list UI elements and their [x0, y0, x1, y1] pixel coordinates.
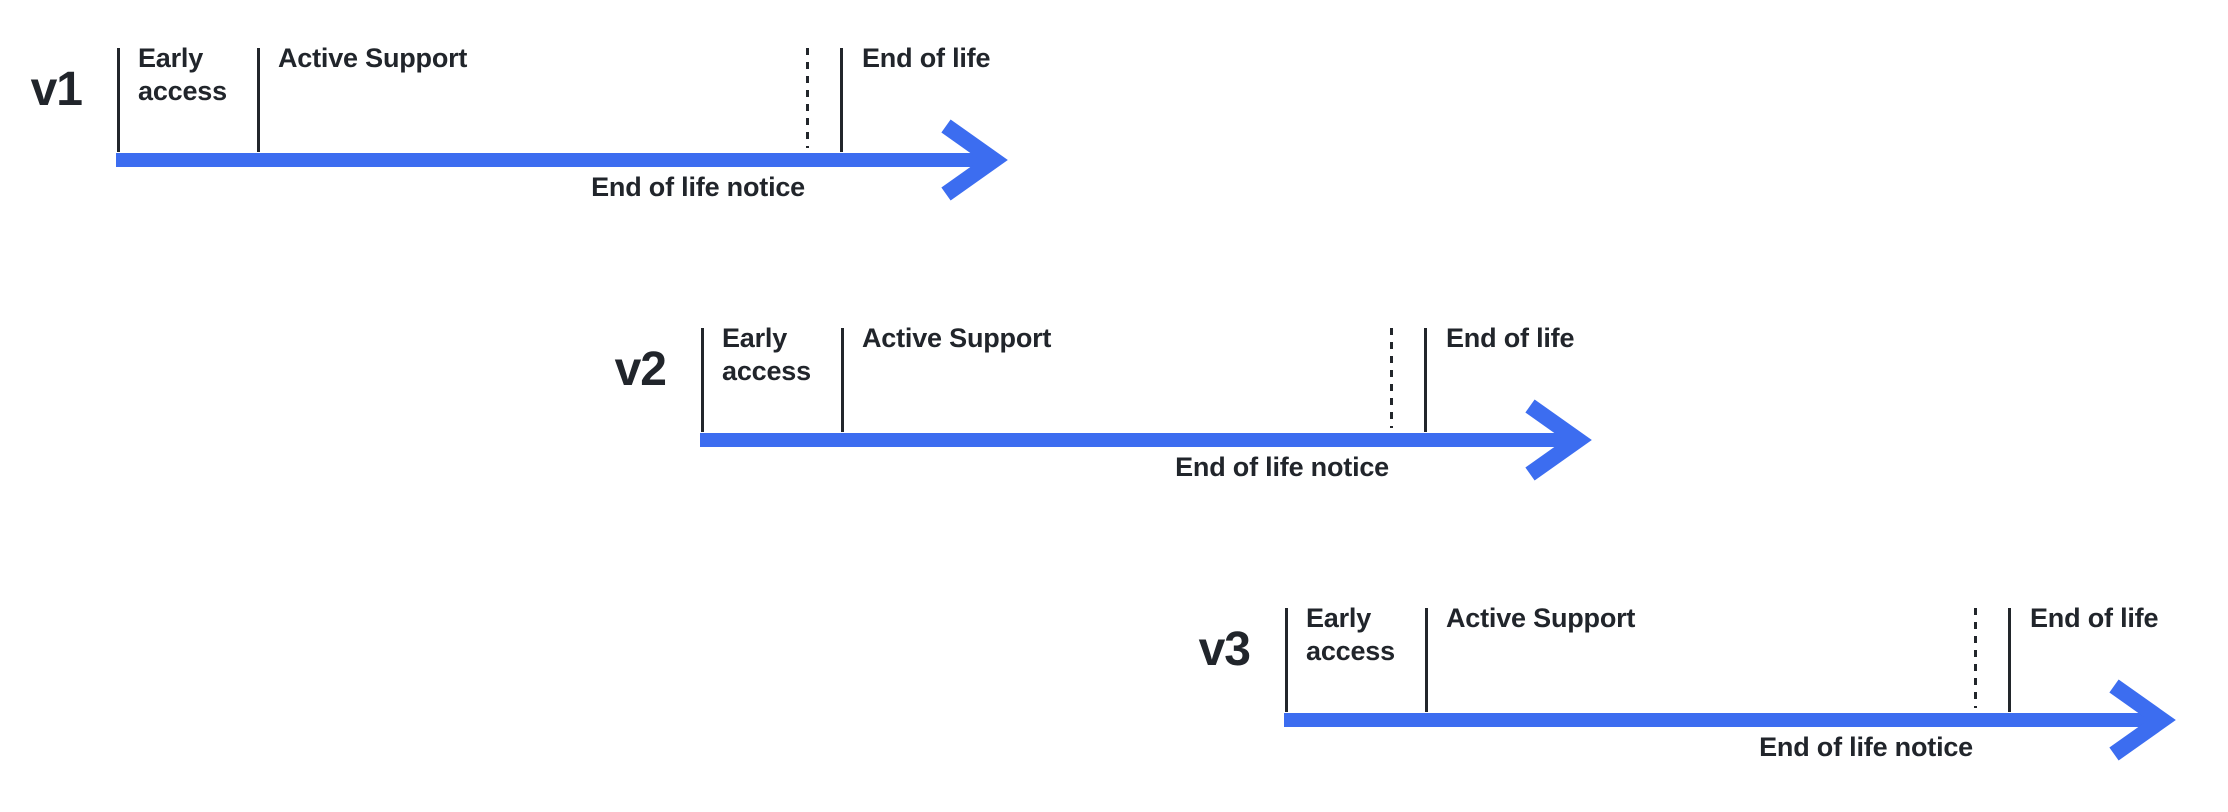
early-access-tick	[117, 48, 120, 152]
early-access-tick	[701, 328, 704, 432]
timeline-row-v2: v2 Early access Active Support End of li…	[615, 323, 1662, 518]
timeline-row-v1: v1 Early access Active Support End of li…	[31, 43, 1078, 238]
eol-notice-dashed-line	[1974, 608, 1977, 708]
timeline-arrow	[700, 399, 1592, 481]
active-support-label: Active Support	[1446, 603, 1636, 633]
timeline-arrow	[116, 119, 1008, 201]
end-of-life-label: End of life	[862, 43, 991, 73]
end-of-life-label: End of life	[1446, 323, 1575, 353]
early-access-label: Early access	[1306, 603, 1395, 666]
eol-notice-label: End of life notice	[1175, 452, 1389, 482]
eol-notice-label: End of life notice	[591, 172, 805, 202]
timeline-arrow	[1284, 679, 2176, 761]
version-label-v3: v3	[1198, 623, 1251, 676]
end-of-life-tick	[1424, 328, 1427, 432]
early-access-label: Early access	[138, 43, 227, 106]
early-access-tick	[1285, 608, 1288, 712]
end-of-life-tick	[840, 48, 843, 152]
active-support-label: Active Support	[862, 323, 1052, 353]
eol-notice-dashed-line	[806, 48, 809, 148]
version-label-v1: v1	[30, 63, 83, 116]
version-label-v2: v2	[614, 343, 667, 396]
eol-notice-label: End of life notice	[1759, 732, 1973, 762]
active-support-tick	[1425, 608, 1428, 712]
end-of-life-label: End of life	[2030, 603, 2159, 633]
eol-notice-dashed-line	[1390, 328, 1393, 428]
early-access-label: Early access	[722, 323, 811, 386]
end-of-life-tick	[2008, 608, 2011, 712]
active-support-label: Active Support	[278, 43, 468, 73]
timeline-row-v3: v3 Early access Active Support End of li…	[1199, 603, 2228, 798]
active-support-tick	[257, 48, 260, 152]
active-support-tick	[841, 328, 844, 432]
